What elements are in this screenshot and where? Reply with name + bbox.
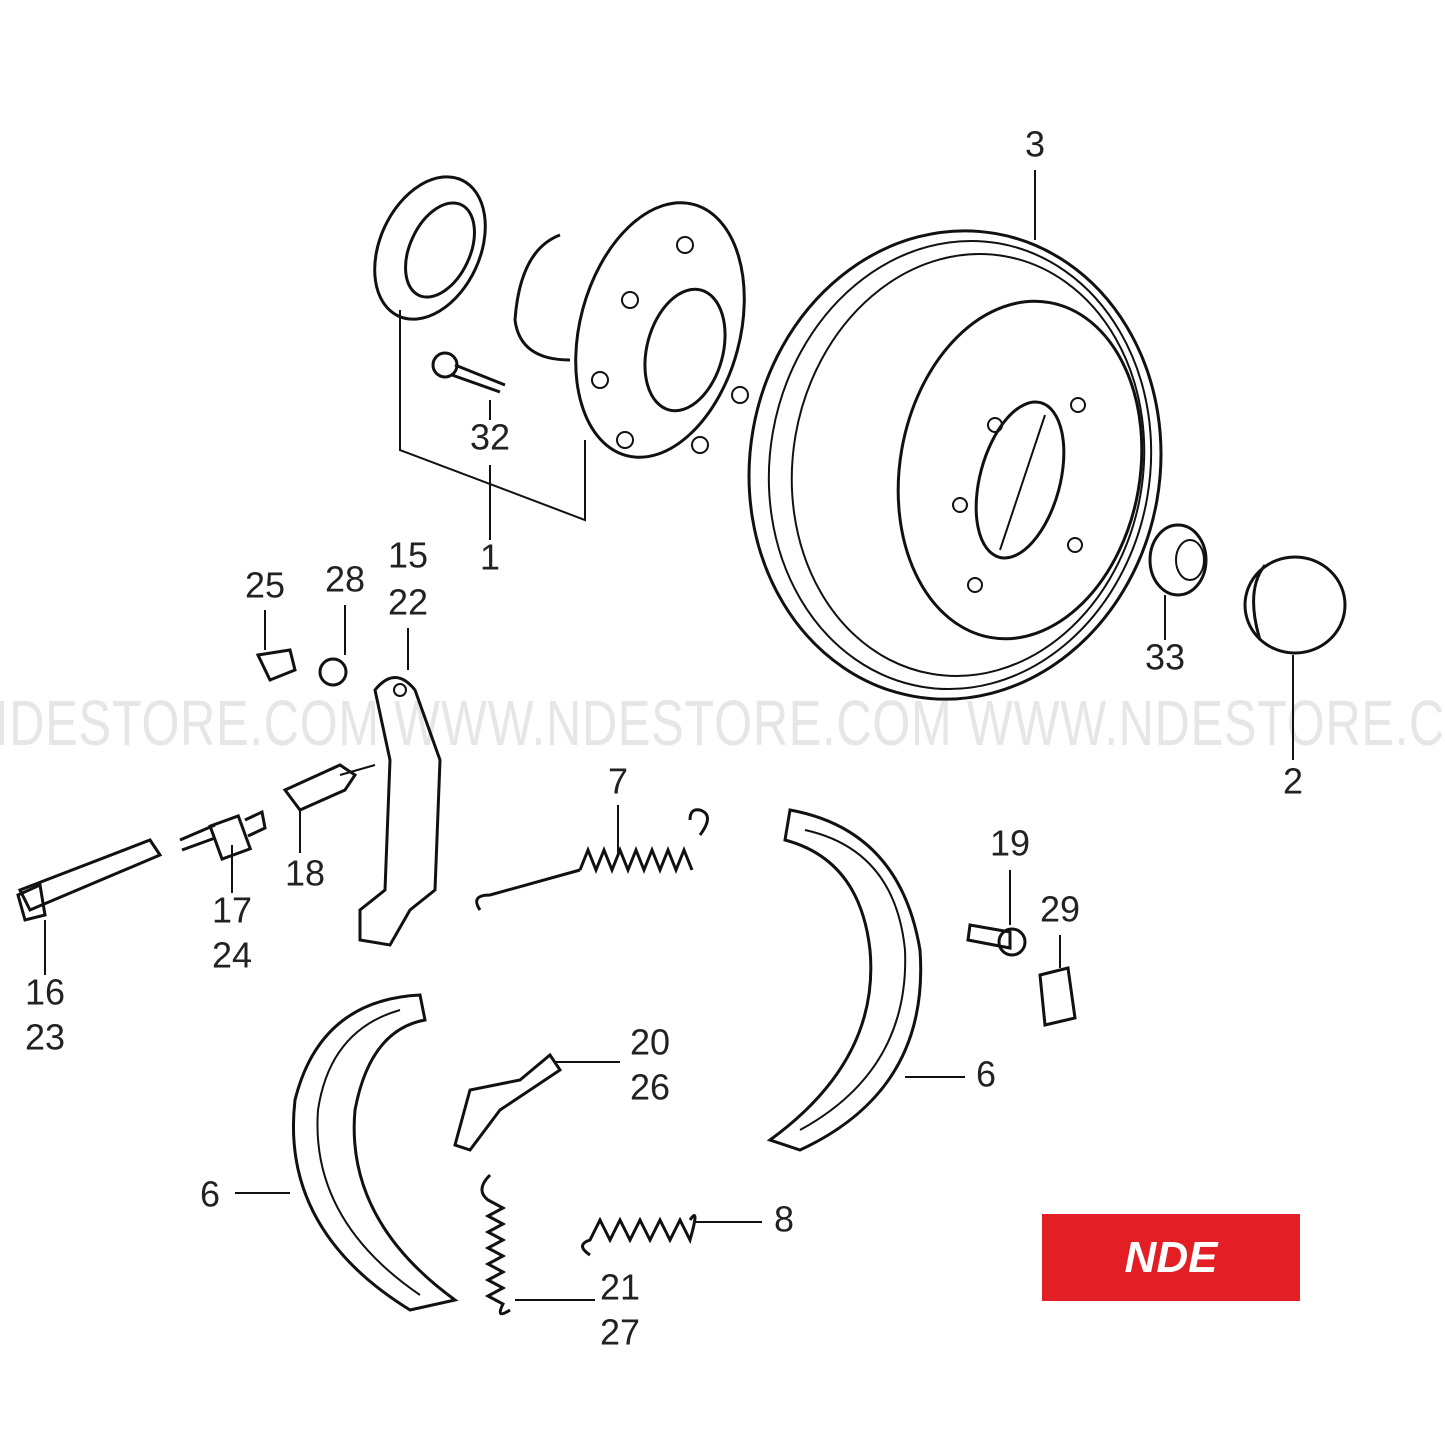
callout-26: 26 <box>630 1067 670 1108</box>
adjuster-spring <box>581 1214 697 1257</box>
brake-drum <box>747 229 1163 701</box>
adjuster-bolt <box>179 809 267 861</box>
wheel-hub <box>513 201 749 459</box>
callout-21: 21 <box>600 1267 640 1308</box>
callout-20: 20 <box>630 1022 670 1063</box>
clip <box>255 648 297 682</box>
callout-18: 18 <box>285 853 325 894</box>
adjuster-strut <box>453 1052 563 1152</box>
callout-25: 25 <box>245 565 285 606</box>
callout-28: 28 <box>325 559 365 600</box>
logo-text: NDE <box>1124 1232 1218 1282</box>
callout-16: 16 <box>25 972 65 1013</box>
return-spring <box>475 808 709 911</box>
callout-22: 22 <box>388 582 428 623</box>
spindle-nut <box>1148 523 1208 597</box>
shoe-pin <box>966 923 1027 957</box>
callout-1: 1 <box>480 537 500 578</box>
brake-shoe-right <box>766 808 923 1152</box>
callout-7: 7 <box>608 761 628 802</box>
callout-27: 27 <box>600 1312 640 1353</box>
hub-cap <box>1243 555 1347 655</box>
brake-shoe-left <box>291 993 459 1312</box>
callout-15: 15 <box>388 535 428 576</box>
callout-labels: 3 32 1 15 22 25 28 33 2 7 19 29 18 17 24… <box>25 124 1303 1353</box>
callout-6-left: 6 <box>200 1174 220 1215</box>
callout-32: 32 <box>470 417 510 458</box>
retainer-clip <box>1038 966 1077 1027</box>
leader-bracket <box>399 310 586 522</box>
callout-29: 29 <box>1040 889 1080 930</box>
adjuster-nut <box>282 763 376 812</box>
callout-3: 3 <box>1025 124 1045 165</box>
nut <box>318 657 348 687</box>
callout-23: 23 <box>25 1017 65 1058</box>
callout-24: 24 <box>212 935 252 976</box>
nde-logo: NDE <box>1042 1214 1300 1301</box>
watermark: IDESTORE.COM WWW.NDESTORE.COM WWW.NDESTO… <box>0 687 1445 759</box>
oil-seal <box>373 175 487 321</box>
callout-19: 19 <box>990 823 1030 864</box>
callout-8: 8 <box>774 1199 794 1240</box>
adjuster-rod <box>16 838 163 922</box>
parking-brake-lever <box>358 676 442 947</box>
hold-down-spring <box>480 1173 511 1316</box>
callout-2: 2 <box>1283 761 1303 802</box>
callout-17: 17 <box>212 890 252 931</box>
callout-6-right: 6 <box>976 1054 996 1095</box>
callout-33: 33 <box>1145 637 1185 678</box>
hub-bolt <box>431 351 506 394</box>
